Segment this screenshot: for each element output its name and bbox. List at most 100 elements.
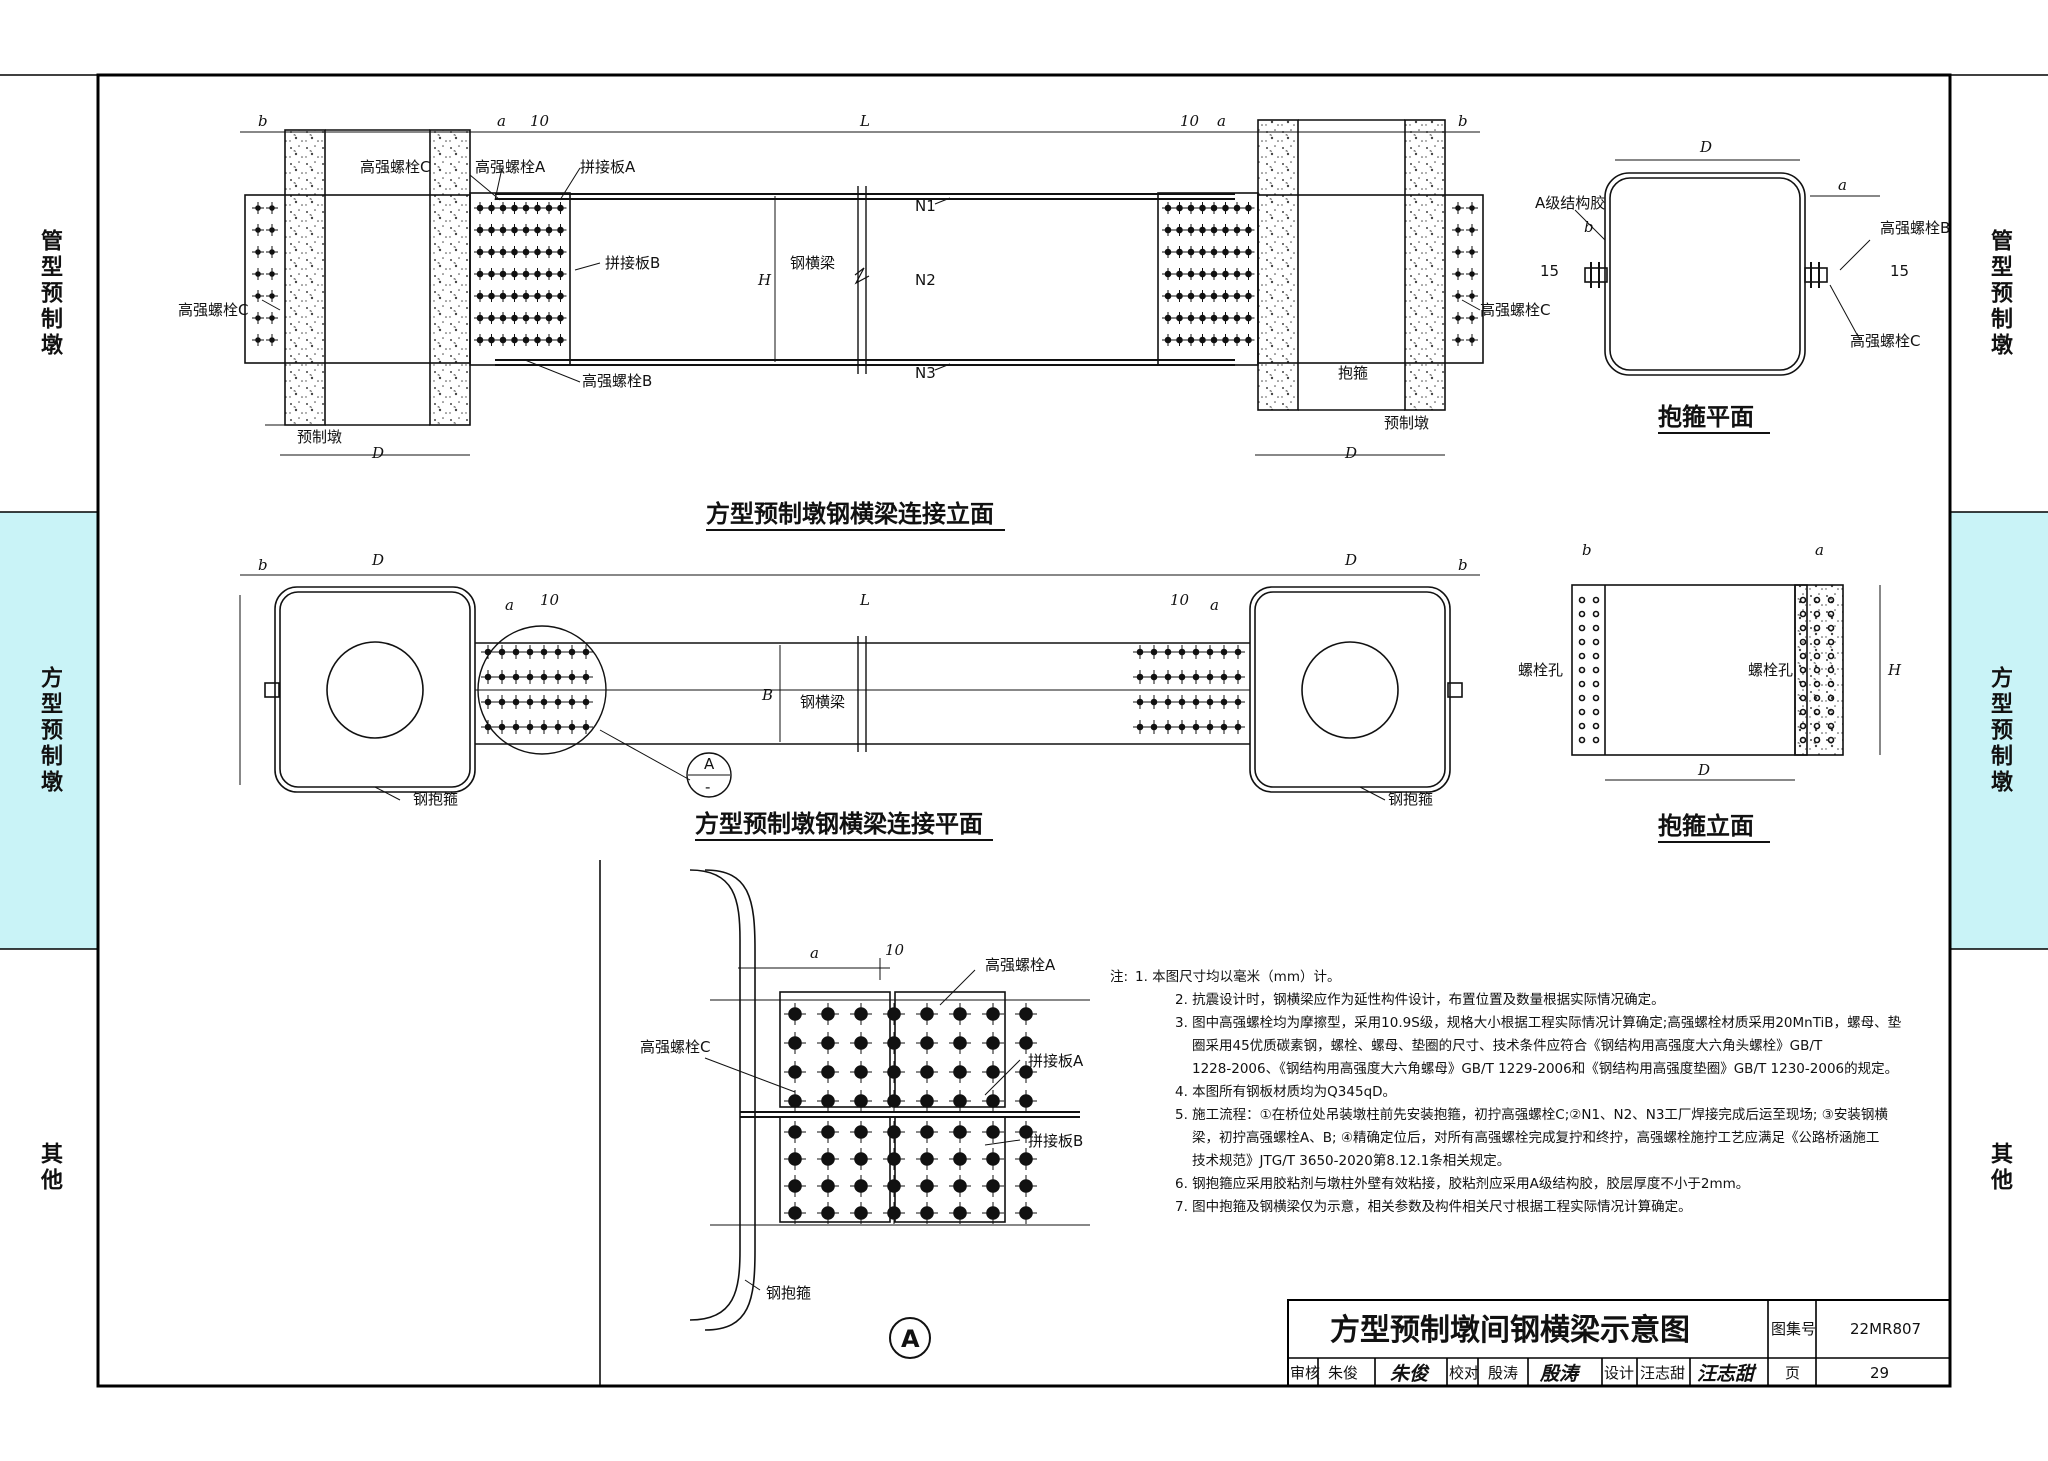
bolt-crosshair bbox=[1015, 1032, 1037, 1054]
detail-hoop-label: 钢抱箍 bbox=[766, 1284, 811, 1302]
plan-dim-ag-left: a bbox=[505, 596, 514, 614]
bolt-crosshair bbox=[520, 202, 532, 214]
bolt-crosshair bbox=[916, 1202, 938, 1224]
bolt-crosshair bbox=[554, 202, 567, 214]
plan-dim-10-left: 10 bbox=[540, 591, 560, 609]
side-tab-tube-pier-right[interactable]: 管型预制墩 bbox=[1987, 228, 2012, 359]
side-tab-other-left[interactable]: 其他 bbox=[37, 1141, 62, 1194]
note-1: 1. 本图尺寸均以毫米（mm）计。 bbox=[1135, 968, 1340, 985]
bolt-crosshair bbox=[817, 1202, 839, 1224]
side-tab-tube-pier-left[interactable]: 管型预制墩 bbox=[37, 228, 62, 359]
bolt-crosshair bbox=[252, 290, 264, 302]
bolt-crosshair bbox=[1173, 202, 1186, 214]
side-tab-square-pier-right[interactable]: 方型预制墩 bbox=[1950, 512, 2048, 949]
note-6: 6. 钢抱箍应采用胶粘剂与墩柱外壁有效粘接，胶粘剂应采用A级结构胶，胶层厚度不小… bbox=[1175, 1175, 1749, 1192]
bolt-crosshair bbox=[485, 202, 498, 214]
detail-dim-ag: a bbox=[810, 944, 819, 962]
hoop-plan-dim-bg: b bbox=[1584, 218, 1594, 236]
elevation-labels: 高强螺栓C 高强螺栓A 拼接板A 拼接板B 高强螺栓C 高强螺栓B 预制墩 钢横… bbox=[178, 112, 1550, 531]
note-7: 7. 图中抱箍及钢横梁仅为示意，相关参数及构件相关尺寸根据工程实际情况计算确定。 bbox=[1175, 1198, 1692, 1215]
bolt-crosshair bbox=[784, 1090, 806, 1112]
bolt-crosshair bbox=[949, 1148, 971, 1170]
bolt-crosshair bbox=[1231, 334, 1243, 346]
bolt-crosshair bbox=[523, 720, 537, 734]
bolt-crosshair bbox=[1242, 224, 1255, 236]
bolt-crosshair bbox=[1162, 224, 1174, 236]
hoop-plan-dim-ag: a bbox=[1838, 176, 1847, 194]
bolt-crosshair bbox=[916, 1003, 938, 1025]
bolt-crosshair bbox=[497, 334, 509, 346]
elev-beam-label: 钢横梁 bbox=[790, 254, 835, 272]
hoop-plan-bolt-b-label: 高强螺栓B bbox=[1880, 219, 1950, 237]
bolt-crosshair bbox=[1452, 246, 1464, 258]
bolt-crosshair bbox=[485, 312, 498, 324]
bolt-crosshair bbox=[982, 1148, 1004, 1170]
detail-callout-circle bbox=[477, 625, 607, 755]
hoop-elev-labels: 螺栓孔 螺栓孔 b a D H 抱箍立面 bbox=[1518, 541, 1902, 843]
elev-dim-bg-right: b bbox=[1458, 112, 1468, 130]
bolt-mark bbox=[1578, 666, 1586, 674]
bolt-crosshair bbox=[1161, 695, 1175, 709]
bolt-crosshair bbox=[1173, 246, 1186, 258]
hoop-elev-hole-left-label: 螺栓孔 bbox=[1518, 661, 1563, 679]
bolt-crosshair bbox=[554, 224, 567, 236]
bolt-crosshair bbox=[1242, 246, 1255, 258]
elev-pier-right-label: 预制墩 bbox=[1384, 414, 1429, 432]
bolt-crosshair bbox=[481, 645, 495, 659]
plan-dim-ag-right: a bbox=[1210, 596, 1219, 614]
hoop-elev-bolt-holes-left bbox=[1578, 596, 1600, 744]
plan-bolt-group-right bbox=[1133, 645, 1245, 734]
bolt-crosshair bbox=[1133, 670, 1147, 684]
bolt-crosshair bbox=[266, 268, 278, 280]
bolt-crosshair bbox=[252, 224, 264, 236]
bolt-crosshair bbox=[554, 246, 567, 258]
bolt-mark bbox=[1799, 666, 1807, 674]
bolt-crosshair bbox=[537, 670, 551, 684]
bolt-crosshair bbox=[1147, 645, 1161, 659]
bolt-mark bbox=[1813, 638, 1821, 646]
bolt-crosshair bbox=[1217, 695, 1231, 709]
bolt-crosshair bbox=[1185, 334, 1197, 346]
bolt-crosshair bbox=[1466, 246, 1478, 258]
bolt-crosshair bbox=[1452, 334, 1464, 346]
hoop-plan-15-right: 15 bbox=[1890, 262, 1909, 280]
bolt-crosshair bbox=[543, 202, 555, 214]
bolt-crosshair bbox=[883, 1175, 905, 1197]
plan-hoop-right-label: 钢抱箍 bbox=[1388, 790, 1433, 808]
bolt-crosshair bbox=[1242, 290, 1255, 302]
bolt-mark bbox=[1578, 638, 1586, 646]
bolt-crosshair bbox=[850, 1032, 872, 1054]
bolt-mark bbox=[1592, 722, 1600, 730]
bolt-crosshair bbox=[1189, 670, 1203, 684]
bolt-crosshair bbox=[817, 1121, 839, 1143]
side-tab-other-right[interactable]: 其他 bbox=[1987, 1141, 2012, 1194]
bolt-crosshair bbox=[1196, 312, 1209, 324]
bolt-crosshair bbox=[784, 1202, 806, 1224]
bolt-crosshair bbox=[1466, 224, 1478, 236]
elevation-bolt-group-right bbox=[1162, 202, 1255, 346]
elev-n1-label: N1 bbox=[915, 197, 936, 215]
hoop-plan-bolt-c-label: 高强螺栓C bbox=[1850, 332, 1920, 350]
page-label: 页 bbox=[1785, 1364, 1800, 1382]
bolt-crosshair bbox=[531, 268, 544, 280]
bolt-crosshair bbox=[1242, 268, 1255, 280]
bolt-crosshair bbox=[883, 1003, 905, 1025]
bolt-crosshair bbox=[982, 1090, 1004, 1112]
bolt-crosshair bbox=[520, 268, 532, 280]
elevation-bolt-c-right bbox=[1452, 202, 1478, 346]
bolt-crosshair bbox=[509, 670, 523, 684]
bolt-crosshair bbox=[1231, 290, 1243, 302]
bolt-crosshair bbox=[1208, 224, 1220, 236]
bolt-crosshair bbox=[916, 1121, 938, 1143]
sheet-frame bbox=[0, 73, 2048, 1388]
bolt-crosshair bbox=[1217, 720, 1231, 734]
bolt-crosshair bbox=[817, 1148, 839, 1170]
pier-left-inner-wall bbox=[429, 129, 471, 426]
hoop-plan-title: 抱箍平面 bbox=[1658, 403, 1754, 431]
bolt-crosshair bbox=[1208, 290, 1220, 302]
side-tab-square-pier-left[interactable]: 方型预制墩 bbox=[0, 512, 98, 949]
elevation-bolt-group-left bbox=[474, 202, 567, 346]
bolt-mark bbox=[1799, 610, 1807, 618]
bolt-crosshair bbox=[1208, 246, 1220, 258]
